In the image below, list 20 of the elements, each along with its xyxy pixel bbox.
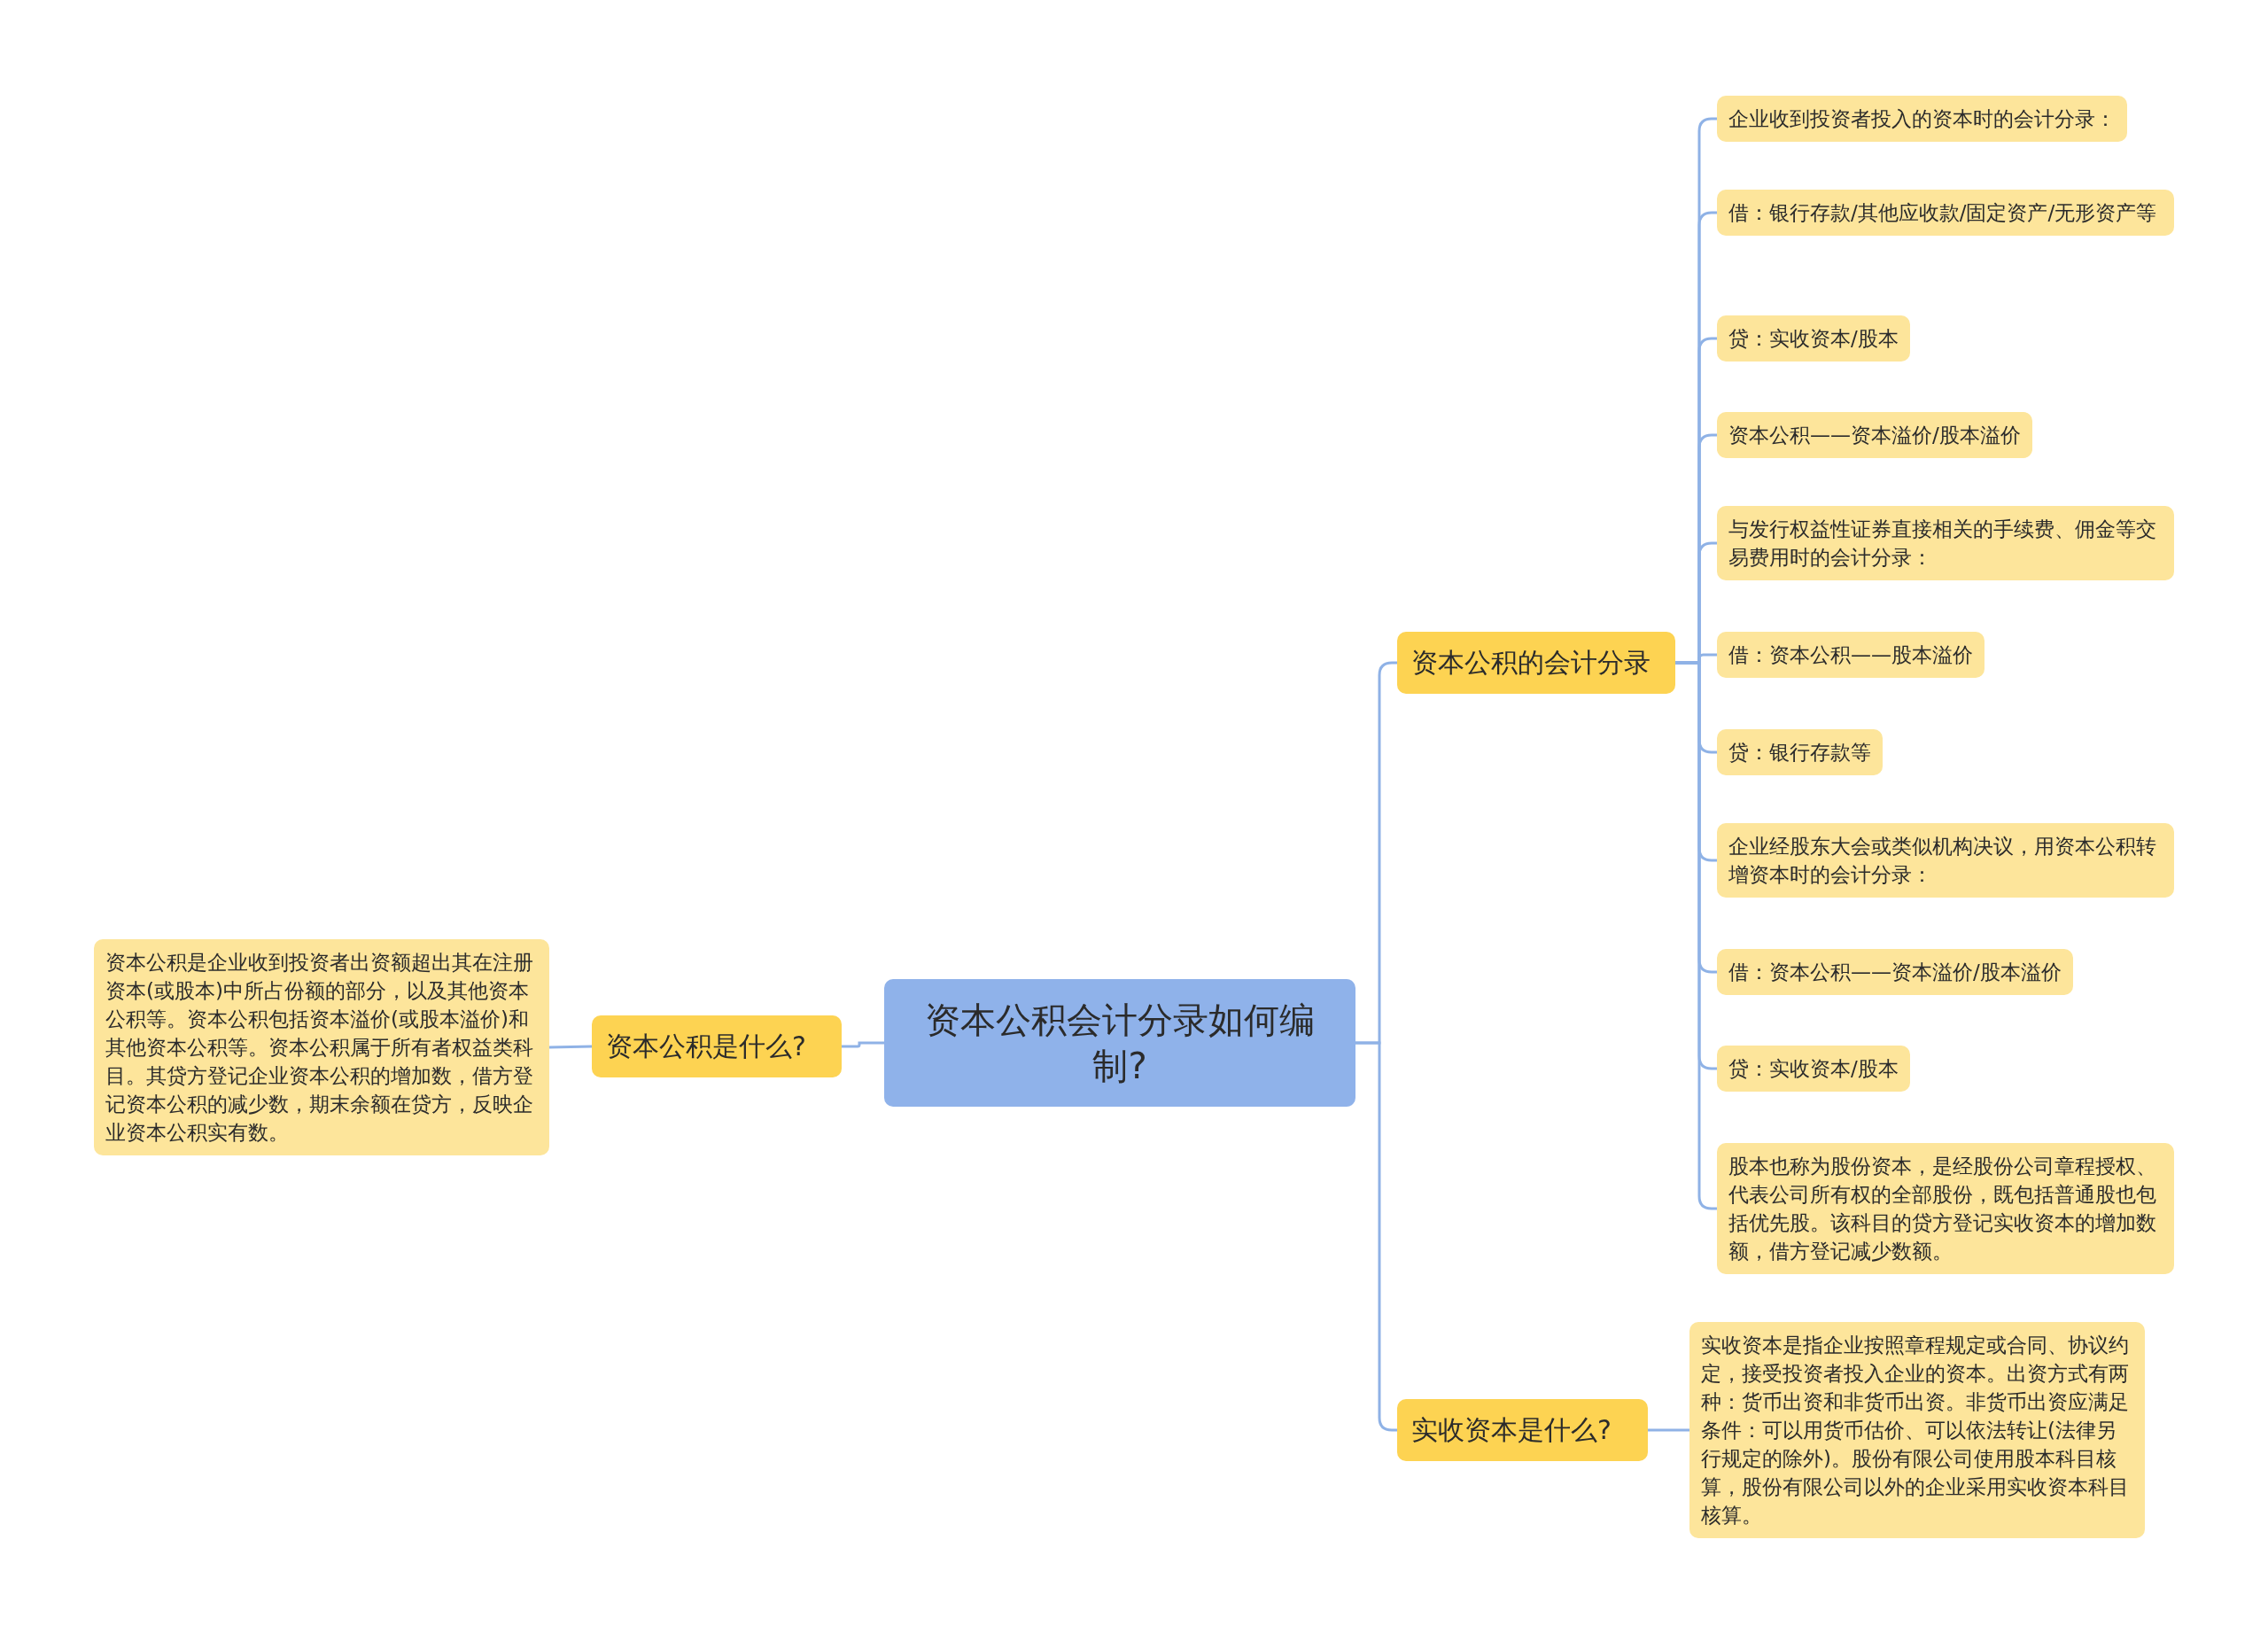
note-box: 实收资本是指企业按照章程规定或合同、协议约定，接受投资者投入企业的资本。出资方式有两种：货币出资和非货币出资。非货币出资应满足条件：可以用货币估价、可以依法转让(法律另行规定的除外)。股份有限公司使用股本科目核算，股份有限公司以外的企业采用实收资本科目核算。 [1689, 1322, 2145, 1538]
note-box: 资本公积是企业收到投资者出资额超出其在注册资本(或股本)中所占份额的部分，以及其他资本公积等。资本公积包括资本溢价(或股本溢价)和其他资本公积等。资本公积属于所有者权益类科目。其贷方登记企业资本公积的增加数，借方登记资本公积的减少数，期末余额在贷方，反映企业资本公积实有数。 [94, 939, 549, 1155]
connector-line [1648, 1428, 1689, 1432]
note-box: 借：银行存款/其他应收款/固定资产/无形资产等 [1717, 190, 2174, 236]
subtopic-box: 资本公积的会计分录 [1397, 632, 1675, 694]
subtopic-box: 实收资本是什么? [1397, 1399, 1648, 1461]
note-box: 贷：银行存款等 [1717, 729, 1883, 775]
note-box: 股本也称为股份资本，是经股份公司章程授权、代表公司所有权的全部股份，既包括普通股也包括优先股。该科目的贷方登记实收资本的增加数额，借方登记减少数额。 [1717, 1143, 2174, 1274]
note-box: 借：资本公积——股本溢价 [1717, 632, 1984, 678]
note-box: 与发行权益性证券直接相关的手续费、佣金等交易费用时的会计分录： [1717, 506, 2174, 580]
note-box: 贷：实收资本/股本 [1717, 1046, 1910, 1092]
note-box: 企业经股东大会或类似机构决议，用资本公积转增资本时的会计分录： [1717, 823, 2174, 898]
note-box: 资本公积——资本溢价/股本溢价 [1717, 412, 2032, 458]
note-box: 借：资本公积——资本溢价/股本溢价 [1717, 949, 2073, 995]
topic-box: 资本公积会计分录如何编制? [884, 979, 1355, 1107]
note-box: 企业收到投资者投入的资本时的会计分录： [1717, 96, 2127, 142]
connector-line [548, 1045, 593, 1049]
note-box: 贷：实收资本/股本 [1717, 315, 1910, 362]
subtopic-box: 资本公积是什么? [592, 1015, 842, 1077]
connector-line [842, 1041, 884, 1048]
